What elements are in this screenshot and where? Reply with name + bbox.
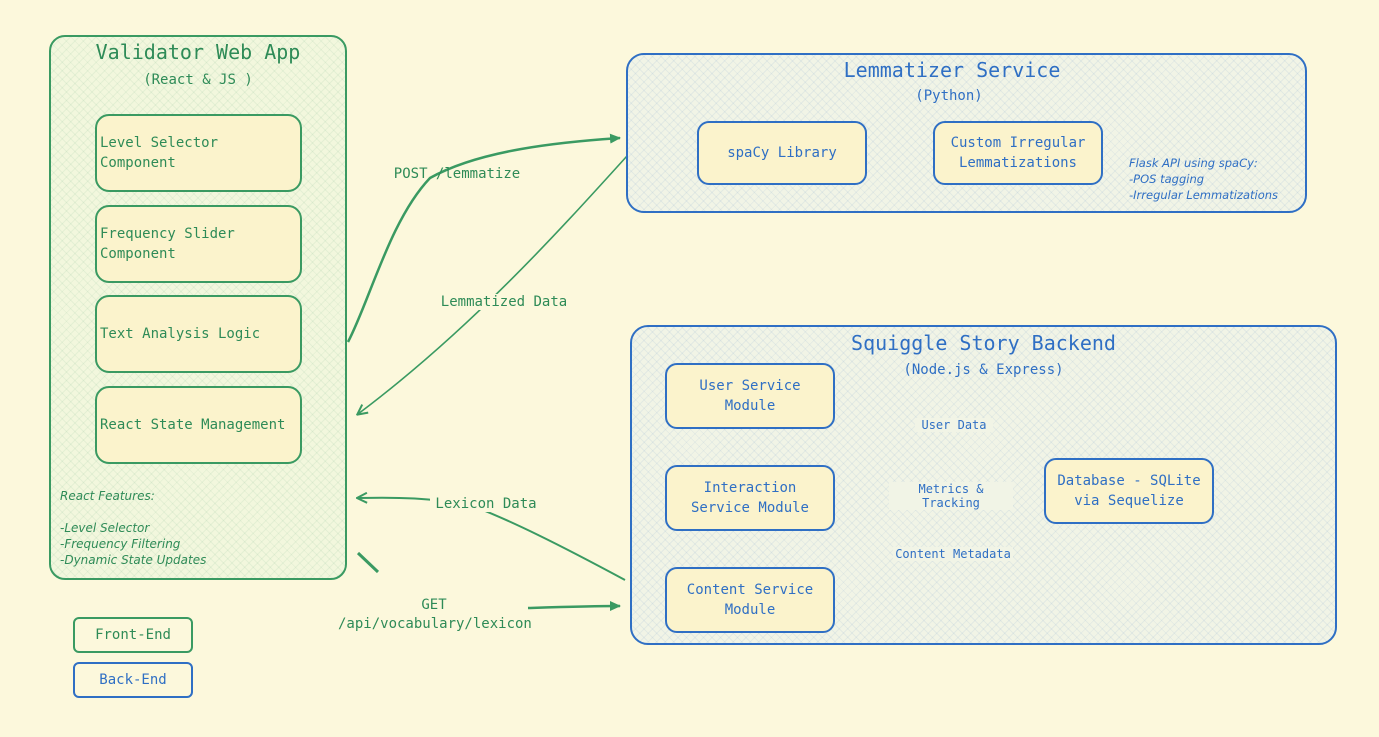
flask-api-heading: Flask API using spaCy: bbox=[1129, 156, 1258, 170]
backend-title: Squiggle Story Backend bbox=[851, 331, 1116, 355]
edge-label-lexicon-data: Lexicon Data bbox=[430, 496, 542, 512]
edge-label-content-metadata: Content Metadata bbox=[893, 547, 1013, 561]
interaction-service-module[interactable]: Interaction Service Module bbox=[665, 465, 835, 531]
frontend-title: Validator Web App bbox=[95, 40, 301, 64]
react-feature-line: -Level Selector bbox=[60, 521, 150, 535]
flask-api-line: -Irregular Lemmatizations bbox=[1129, 188, 1279, 202]
frequency-slider-component[interactable]: Frequency Slider Component bbox=[95, 205, 302, 283]
react-state-component[interactable]: React State Management bbox=[95, 386, 302, 464]
edge-label-get-line2: /api/vocabulary/lexicon bbox=[338, 616, 532, 632]
user-service-label: User Service Module bbox=[699, 378, 801, 414]
edge-label-post-lemmatize: POST /lemmatize bbox=[393, 166, 521, 182]
arrow-lemmatized-data bbox=[358, 155, 628, 414]
edge-label-get-lexicon: GET /api/vocabulary/lexicon bbox=[338, 596, 532, 634]
react-state-label: React State Management bbox=[100, 417, 286, 433]
legend-backend-label: Back-End bbox=[99, 672, 167, 688]
lemmatizer-title: Lemmatizer Service bbox=[843, 58, 1061, 82]
flask-api-note: Flask API using spaCy: -POS tagging -Irr… bbox=[1129, 155, 1304, 203]
legend-frontend: Front-End bbox=[73, 617, 193, 653]
edge-label-get-line1: GET bbox=[421, 597, 447, 613]
frontend-subtitle: (React & JS ) bbox=[143, 72, 253, 88]
flask-api-line: -POS tagging bbox=[1129, 172, 1205, 186]
edge-label-metrics-tracking: Metrics & Tracking bbox=[889, 482, 1013, 510]
react-feature-line: -Frequency Filtering bbox=[60, 537, 181, 551]
custom-irregular-node[interactable]: Custom Irregular Lemmatizations bbox=[933, 121, 1103, 185]
database-label: Database - SQLite via Sequelize bbox=[1057, 473, 1201, 509]
backend-subtitle: (Node.js & Express) bbox=[903, 362, 1064, 378]
frequency-slider-label: Frequency Slider Component bbox=[100, 226, 235, 262]
spacy-library-label: spaCy Library bbox=[727, 145, 837, 161]
react-feature-line: -Dynamic State Updates bbox=[60, 553, 207, 567]
legend-backend: Back-End bbox=[73, 662, 193, 698]
text-analysis-label: Text Analysis Logic bbox=[100, 326, 261, 342]
database-node[interactable]: Database - SQLite via Sequelize bbox=[1044, 458, 1214, 524]
lemmatizer-subtitle: (Python) bbox=[915, 88, 983, 104]
react-features-note: React Features: -Level Selector -Frequen… bbox=[60, 488, 310, 568]
content-service-module[interactable]: Content Service Module bbox=[665, 567, 835, 633]
level-selector-component[interactable]: Level Selector Component bbox=[95, 114, 302, 192]
content-service-label: Content Service Module bbox=[686, 582, 814, 618]
spacy-library-node[interactable]: spaCy Library bbox=[697, 121, 867, 185]
arrow-get-lexicon bbox=[527, 601, 621, 612]
level-selector-label: Level Selector Component bbox=[100, 135, 219, 171]
text-analysis-component[interactable]: Text Analysis Logic bbox=[95, 295, 302, 373]
custom-irregular-label: Custom Irregular Lemmatizations bbox=[950, 135, 1086, 171]
edge-label-lemmatized-data: Lemmatized Data bbox=[432, 294, 576, 310]
react-features-heading: React Features: bbox=[60, 489, 155, 503]
legend-frontend-label: Front-End bbox=[95, 627, 171, 643]
edge-label-user-data: User Data bbox=[915, 418, 993, 432]
interaction-service-label: Interaction Service Module bbox=[690, 480, 809, 516]
user-service-module[interactable]: User Service Module bbox=[665, 363, 835, 429]
arrow-get-lexicon-start bbox=[356, 551, 380, 574]
